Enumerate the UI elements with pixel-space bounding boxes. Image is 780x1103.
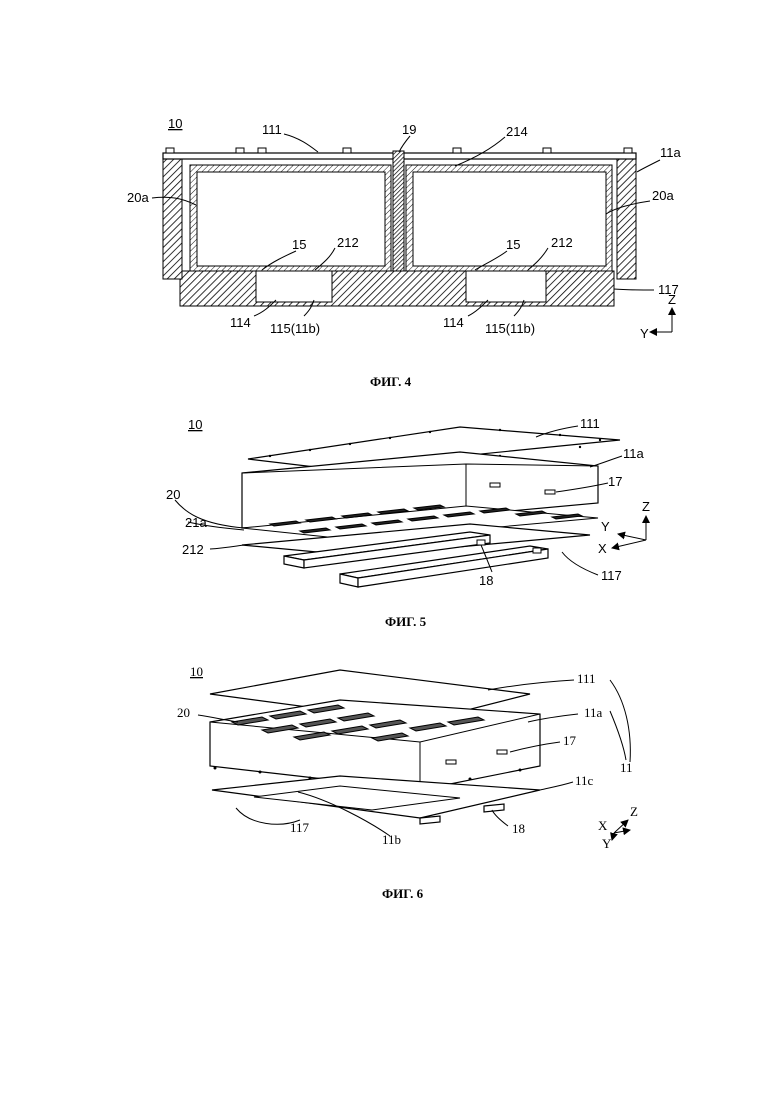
fig6-label-11a: 11a: [584, 705, 603, 720]
fig4-label-212-right: 212: [551, 235, 573, 250]
fig4-axis: Z Y: [640, 292, 676, 341]
fig6-handle-17: [497, 750, 507, 754]
figure-5: 10: [166, 416, 650, 629]
fig6-label-11c: 11c: [575, 773, 594, 788]
module-cavity-left: [197, 172, 385, 266]
fig4-label-214: 214: [506, 124, 528, 139]
fig4-label-15-left: 15: [292, 237, 306, 252]
fig4-label-19: 19: [402, 122, 416, 137]
fig5-handle-left: [490, 483, 500, 487]
fig4-label-115-left: 115(11b): [270, 321, 320, 336]
fig5-label-111: 111: [580, 416, 600, 431]
fig6-caption: ФИГ. 6: [382, 886, 424, 901]
fig5-label-18: 18: [479, 573, 493, 588]
separator-19: [393, 151, 404, 271]
fig5-axis: Z Y X: [598, 499, 650, 556]
fig6-label-18: 18: [512, 821, 525, 836]
fig6-axis: Z X Y: [598, 804, 638, 851]
figure-4: 10: [127, 116, 681, 389]
fig6-label-20: 20: [177, 705, 190, 720]
fig6-label-117: 117: [290, 820, 310, 835]
fig4-label-115-right: 115(11b): [485, 321, 535, 336]
fig6-label-11b: 11b: [382, 832, 401, 847]
fig4-axis-y: Y: [640, 326, 649, 341]
fig5-label-17: 17: [608, 474, 622, 489]
fig4-label-212-left: 212: [337, 235, 359, 250]
figure-6: 10: [177, 664, 638, 901]
fig6-ref: 10: [190, 664, 203, 679]
fig6-axis-x: X: [598, 818, 608, 833]
fig4-axis-z: Z: [668, 292, 676, 307]
fig6-label-111: 111: [577, 671, 596, 686]
side-wall-right: [617, 153, 636, 279]
fig5-axis-z: Z: [642, 499, 650, 514]
fig4-label-11a: 11a: [660, 145, 681, 160]
cutout-115-right: [466, 271, 546, 302]
fig4-label-20a-right: 20a: [652, 188, 674, 203]
fig4-label-20a-left: 20a: [127, 190, 149, 205]
fig5-axis-x: X: [598, 541, 607, 556]
fig5-axis-y: Y: [601, 519, 610, 534]
fig5-caption: ФИГ. 5: [385, 614, 427, 629]
fig5-handle-17: [545, 490, 555, 494]
fig4-label-114-left: 114: [230, 315, 251, 330]
fig4-label-114-right: 114: [443, 315, 464, 330]
fig5-label-11a: 11a: [623, 446, 644, 461]
side-wall-left: [163, 153, 182, 279]
fig5-label-20: 20: [166, 487, 180, 502]
fig4-caption: ФИГ. 4: [370, 374, 412, 389]
fig5-label-117: 117: [601, 568, 622, 583]
fig6-housing-11a: [210, 700, 540, 790]
base-plate-117: [180, 271, 614, 306]
fig5-label-212: 212: [182, 542, 204, 557]
fig6-label-11: 11: [620, 760, 633, 775]
cutout-115-left: [256, 271, 332, 302]
fig6-axis-y: Y: [602, 836, 612, 851]
fig5-label-21a: 21a: [185, 515, 207, 530]
fig4-label-111: 111: [262, 122, 282, 137]
fig4-ref: 10: [168, 116, 182, 131]
fig4-label-15-right: 15: [506, 237, 520, 252]
fig6-handle-left: [446, 760, 456, 764]
fig6-axis-z: Z: [630, 804, 638, 819]
fig6-label-17: 17: [563, 733, 577, 748]
fig5-ref: 10: [188, 417, 202, 432]
